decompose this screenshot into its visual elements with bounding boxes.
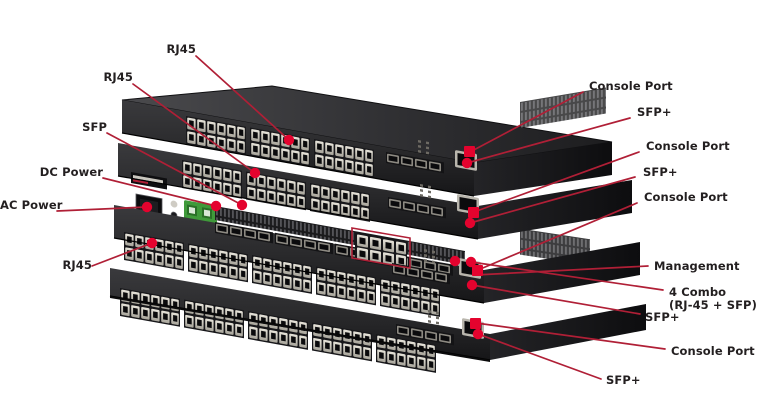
label-sfp-plus-4: SFP+ (606, 373, 641, 387)
label-sfp-plus-1: SFP+ (637, 105, 672, 119)
label-rj45-top: RJ45 (166, 42, 196, 56)
label-console-port-2: Console Port (646, 139, 730, 153)
label-sfp-plus-2: SFP+ (643, 165, 678, 179)
label-sfp-plus-3: SFP+ (645, 310, 680, 324)
combo-highlight-box (351, 227, 411, 269)
label-combo-line2: (RJ-45 + SFP) (669, 298, 757, 312)
label-rj45-bottom: RJ45 (62, 258, 92, 272)
label-management: Management (654, 259, 740, 273)
label-console-port-1: Console Port (589, 79, 673, 93)
label-console-port-3: Console Port (644, 190, 728, 204)
label-rj45-second: RJ45 (103, 70, 133, 84)
label-sfp: SFP (82, 120, 107, 134)
label-ac-power: AC Power (0, 198, 63, 212)
label-dc-power: DC Power (39, 165, 103, 179)
label-combo-line1: 4 Combo (669, 285, 727, 299)
label-console-port-4: Console Port (671, 344, 755, 358)
